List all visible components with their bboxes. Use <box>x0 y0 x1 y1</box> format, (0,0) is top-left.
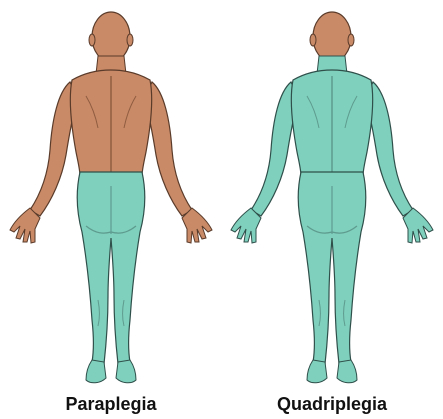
caption-paraplegia: Paraplegia <box>0 393 222 415</box>
caption-quadriplegia: Quadriplegia <box>221 393 443 415</box>
left-foot <box>86 360 106 383</box>
right-hand <box>182 208 212 243</box>
left-foot <box>307 360 327 383</box>
left-hand <box>10 208 40 243</box>
head <box>92 12 130 62</box>
right-foot <box>116 360 136 383</box>
figure-quadriplegia: Quadriplegia <box>221 0 443 419</box>
quadriplegia-body-illustration <box>221 0 443 390</box>
figure-paraplegia: Paraplegia <box>0 0 222 419</box>
right-foot <box>337 360 357 383</box>
paraplegia-body-illustration <box>0 0 222 390</box>
right-hand <box>403 208 433 243</box>
left-hand <box>231 208 261 243</box>
head <box>313 12 351 62</box>
